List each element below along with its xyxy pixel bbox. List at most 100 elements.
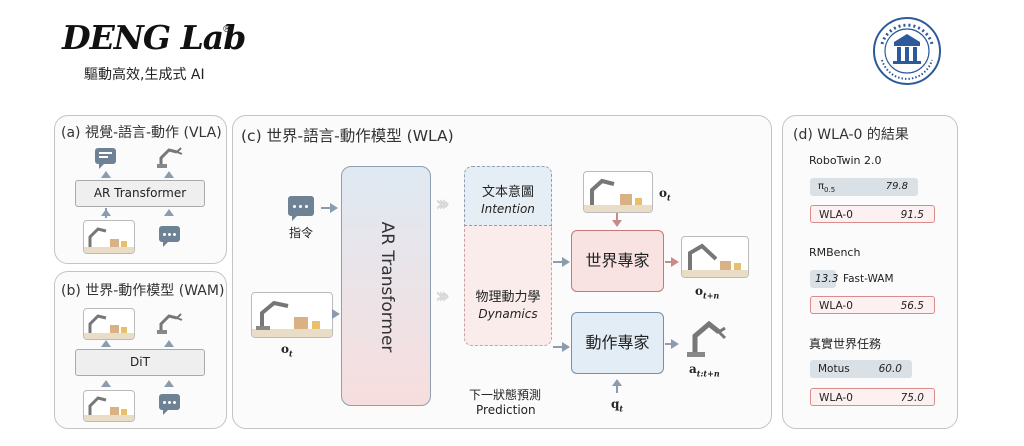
arrow-up-icon [164, 209, 174, 216]
result-bar-value: 56.5 [900, 300, 924, 312]
panel-wla: (c) 世界-語言-動作模型 (WLA) 指令 ot AR Transforme… [232, 115, 772, 429]
result-bar-value: 91.5 [900, 209, 924, 221]
arrow-up-icon [164, 171, 174, 178]
vla-transformer-box: AR Transformer [75, 180, 205, 207]
obs-label-sub: t [289, 348, 293, 359]
observation-image [583, 171, 653, 213]
dynamics-box: 物理動力學 Dynamics [464, 226, 552, 346]
result-bar-ours: WLA-0 75.0 [810, 388, 935, 406]
result-bar-value: 75.0 [900, 392, 924, 404]
intention-cn: 文本意圖 [481, 185, 534, 200]
q-label: qt [611, 397, 623, 413]
obs-label-main: o [281, 342, 290, 356]
pi-symbol: π [818, 181, 825, 192]
result-bar-label: WLA-0 [819, 209, 853, 221]
dynamics-cn: 物理動力學 [475, 290, 541, 305]
obs-output-sub: t+n [703, 290, 720, 301]
instruction-label: 指令 [289, 226, 314, 240]
panel-wam-title: (b) 世界-動作模型 (WAM) [61, 283, 225, 299]
result-group-name: RoboTwin 2.0 [809, 154, 882, 167]
prediction-cn: 下一狀態預測 [469, 388, 542, 402]
arrow-up-icon [164, 380, 174, 387]
obs-top-main: o [659, 186, 668, 200]
vla-transformer-label: AR Transformer [93, 186, 187, 200]
robot-scene-icon [83, 220, 135, 254]
result-bar-label: WLA-0 [819, 392, 853, 404]
observation-image [251, 292, 333, 338]
action-expert-label: 動作專家 [585, 333, 650, 352]
result-bar-label: WLA-0 [819, 300, 853, 312]
arrow-up-icon [164, 340, 174, 347]
dynamics-en: Dynamics [478, 307, 538, 321]
chevron-arrows-icon: ››› [435, 192, 450, 217]
chat-dots-icon [159, 394, 180, 415]
arrow-right-icon [562, 257, 570, 267]
arrow-down-icon [612, 220, 622, 227]
arrow-right-icon [562, 342, 570, 352]
result-bar-label: π0.5 [818, 178, 835, 199]
result-bar-ours: WLA-0 91.5 [810, 205, 935, 223]
action-output-label: at:t+n [689, 362, 720, 378]
result-bar-value: 13.3 [815, 273, 839, 285]
robot-scene-icon [83, 308, 135, 340]
robot-arm-icon [155, 310, 185, 338]
chevron-arrows-icon: ››› [435, 284, 450, 309]
panel-wla-title: (c) 世界-語言-動作模型 (WLA) [241, 127, 454, 145]
arrow-right-icon [332, 309, 340, 319]
prediction-en: Prediction [476, 403, 536, 417]
panel-wam: (b) 世界-動作模型 (WAM) DiT [54, 271, 227, 429]
world-expert-box: 世界專家 [571, 230, 664, 292]
panel-vla: (a) 視覺-語言-動作 (VLA) AR Transformer [54, 115, 227, 264]
arrow-right-icon [321, 207, 331, 209]
arrow-right-icon [665, 343, 673, 345]
q-main: q [611, 397, 620, 411]
brand-reg-mark: ® [222, 24, 232, 35]
result-bar-label: Motus [818, 363, 850, 375]
panel-results-title: (d) WLA-0 的結果 [793, 127, 909, 143]
result-bar-value: 60.0 [878, 363, 902, 375]
result-group-name: RMBench [809, 246, 861, 259]
world-expert-label: 世界專家 [585, 251, 650, 270]
arrow-right-icon [671, 257, 679, 267]
brand-logo: DENG Lab ® [62, 18, 262, 62]
robot-arm-icon [685, 314, 731, 362]
result-bar-value: 79.8 [885, 181, 908, 192]
chat-lines-icon [95, 148, 116, 169]
obs-top-sub: t [667, 192, 671, 203]
wam-dit-label: DiT [130, 355, 150, 369]
q-sub: t [619, 403, 624, 414]
observation-output-image [681, 236, 749, 278]
result-bar-ours: WLA-0 56.5 [810, 296, 935, 314]
result-bar-baseline: 13.3 [810, 270, 839, 288]
arrow-up-icon [101, 209, 111, 216]
arrow-right-icon [553, 346, 563, 348]
brand-tagline: 驅動高效,生成式 AI [84, 67, 205, 83]
wla-transformer-box: AR Transformer [341, 166, 431, 406]
arrow-up-icon [101, 340, 111, 347]
wam-dit-box: DiT [75, 349, 205, 376]
arrow-up-icon [101, 171, 111, 178]
action-output-sub: t:t+n [696, 368, 720, 379]
pi-subscript: 0.5 [824, 186, 836, 194]
arrow-up-icon [101, 380, 111, 387]
arrow-right-icon [553, 261, 563, 263]
robot-scene-icon [83, 390, 135, 422]
intention-box: 文本意圖 Intention [464, 166, 552, 226]
wla-transformer-label: AR Transformer [377, 221, 397, 353]
action-output-main: a [689, 362, 697, 376]
arrow-right-icon [330, 203, 338, 213]
result-bar-baseline: Motus 60.0 [810, 360, 912, 378]
intention-en: Intention [481, 202, 535, 216]
arrow-down-icon [616, 213, 618, 221]
brand-logo-text: DENG Lab [62, 18, 246, 57]
panel-vla-title: (a) 視覺-語言-動作 (VLA) [61, 125, 222, 141]
chat-dots-icon [288, 196, 314, 221]
university-seal-icon [872, 16, 942, 86]
obs-label: ot [281, 342, 293, 358]
arrow-up-icon [616, 385, 618, 393]
result-bar-label: Fast-WAM [843, 273, 894, 285]
arrow-right-icon [665, 261, 673, 263]
arrow-right-icon [671, 339, 679, 349]
obs-top-label: ot [659, 186, 671, 202]
result-group-name: 真實世界任務 [809, 337, 882, 351]
